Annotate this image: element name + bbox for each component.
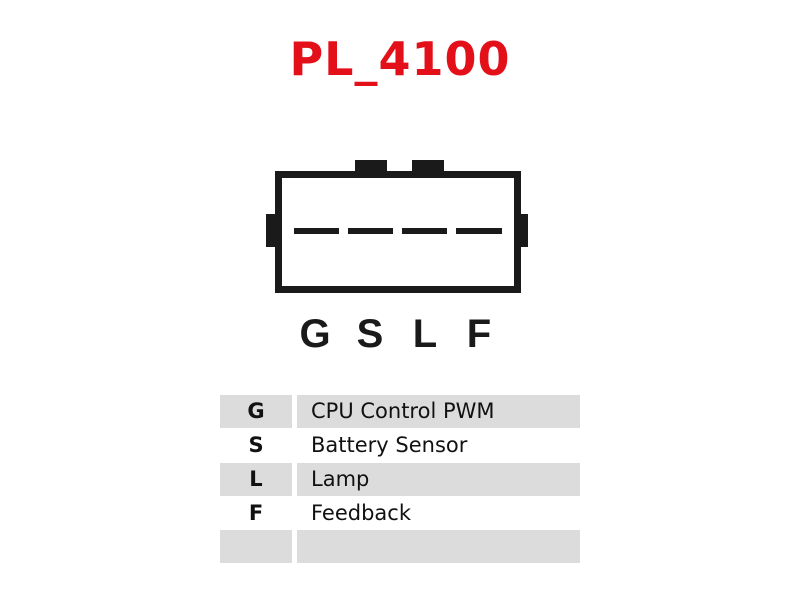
function-cell	[297, 530, 580, 563]
table-row: G CPU Control PWM	[220, 395, 580, 428]
pin-label-s: S	[356, 312, 384, 356]
table-row	[220, 530, 580, 563]
function-cell: Feedback	[311, 501, 412, 525]
table-row: L Lamp	[220, 463, 580, 496]
terminal-g	[294, 228, 339, 234]
side-tab-left	[266, 214, 276, 247]
pin-cell	[220, 530, 292, 563]
part-number-title: PL_4100	[289, 32, 511, 86]
terminal-f	[456, 228, 502, 234]
table-row: F Feedback	[220, 497, 580, 530]
terminal-s	[348, 228, 393, 234]
side-tab-right	[520, 214, 528, 247]
pin-cell: G	[220, 395, 292, 428]
pin-cell: F	[248, 501, 264, 525]
pin-labels: G S L F	[0, 312, 800, 362]
function-cell: Lamp	[297, 463, 580, 496]
connector-housing	[275, 171, 521, 293]
pin-cell: S	[248, 433, 264, 457]
function-cell: Battery Sensor	[311, 433, 468, 457]
pin-label-l: L	[412, 312, 438, 356]
pin-label-f: F	[466, 312, 492, 356]
function-cell: CPU Control PWM	[297, 395, 580, 428]
pin-cell: L	[220, 463, 292, 496]
terminal-l	[402, 228, 447, 234]
top-tab-left	[355, 160, 387, 172]
pin-label-g: G	[299, 312, 331, 356]
top-tab-right	[412, 160, 444, 172]
table-row: S Battery Sensor	[220, 429, 580, 462]
